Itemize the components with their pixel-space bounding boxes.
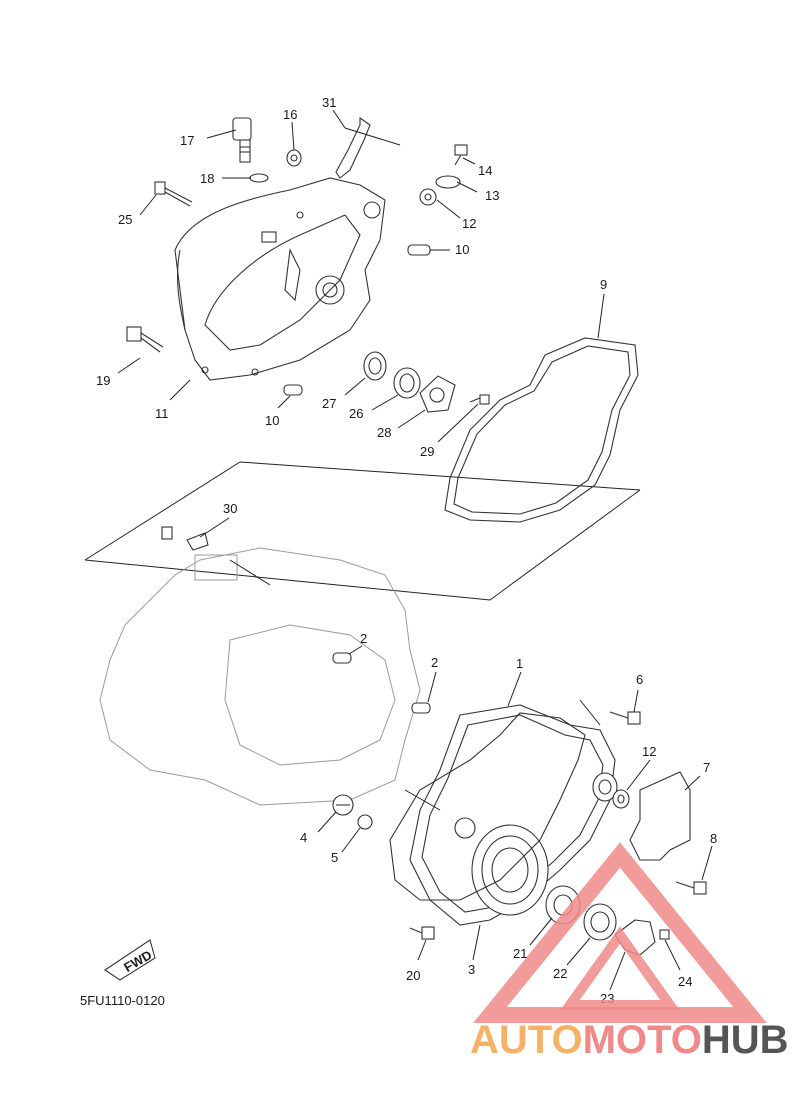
callout-28: 28 [377, 425, 391, 440]
callout-31: 31 [322, 95, 336, 110]
watermark-logo: AUTOMOTOHUB [470, 842, 789, 1062]
seal-12-upper [419, 188, 437, 206]
engine-ghost-inner [224, 624, 396, 766]
clip-13 [435, 175, 461, 189]
o-ring [249, 173, 269, 183]
crankcase-cover-upper [174, 177, 386, 381]
watermark-part-auto: AUTO [470, 1018, 583, 1062]
cover-gasket-lower [389, 712, 586, 901]
o-ring-5 [357, 814, 373, 830]
bolt-19 [126, 326, 164, 353]
callout-12a: 12 [462, 216, 476, 231]
watermark-part-hub: HUB [702, 1018, 789, 1062]
callout-7: 7 [703, 760, 710, 775]
screw-24 [659, 929, 670, 940]
upper-frame-line-2 [84, 489, 641, 601]
dowel-pin-lower [283, 384, 303, 396]
screw-14 [454, 144, 468, 166]
bracket-7 [629, 771, 691, 861]
dowel-pin-2-upper [332, 652, 352, 664]
engine-ghost-block [194, 554, 238, 581]
plate-28 [419, 375, 456, 413]
callout-19: 19 [96, 373, 110, 388]
callout-21: 21 [513, 946, 527, 961]
grommet [286, 149, 302, 167]
callout-30: 30 [223, 501, 237, 516]
callout-9: 9 [600, 277, 607, 292]
watermark-triangle-icon [473, 842, 767, 1023]
callout-12b: 12 [642, 744, 656, 759]
callout-18: 18 [200, 171, 214, 186]
cover-gasket-9-inner [453, 345, 631, 515]
callout-1: 1 [516, 656, 523, 671]
ghost-frame-line [229, 559, 271, 586]
callout-6: 6 [636, 672, 643, 687]
callout-20: 20 [406, 968, 420, 983]
bolt-20 [409, 926, 435, 940]
cable-bracket [335, 116, 371, 179]
callout-26: 26 [349, 406, 363, 421]
bolt-25 [154, 181, 193, 207]
bearing-26 [393, 367, 421, 399]
callout-22: 22 [553, 966, 567, 981]
oil-seal-27 [363, 351, 387, 381]
plug-4 [332, 794, 354, 816]
callout-2b: 2 [431, 655, 438, 670]
fwd-arrow: FWD [104, 939, 156, 981]
upper-frame-line [84, 461, 641, 561]
bolt-6 [609, 711, 641, 725]
engine-ghost-outline [99, 547, 421, 806]
oil-filler-plug [232, 117, 252, 163]
screw-29 [469, 394, 490, 405]
callout-3: 3 [468, 962, 475, 977]
dowel-pin-upper [407, 244, 431, 256]
callout-13: 13 [485, 188, 499, 203]
watermark-part-moto: MOTO [583, 1018, 702, 1062]
callout-16: 16 [283, 107, 297, 122]
oil-seal-22 [583, 903, 617, 941]
callout-25: 25 [118, 212, 132, 227]
callout-2a: 2 [360, 631, 367, 646]
bolt-30 [161, 526, 209, 551]
callout-labels: 1 2 2 3 4 5 6 7 8 9 10 10 11 12 12 13 14… [96, 95, 717, 1006]
watermark-triangle-inner-icon [560, 926, 680, 1010]
cover-gasket-9 [444, 337, 639, 523]
callout-8: 8 [710, 831, 717, 846]
callout-29: 29 [420, 444, 434, 459]
callout-10a: 10 [455, 242, 469, 257]
callout-17: 17 [180, 133, 194, 148]
seal-12-lower [612, 789, 630, 809]
callout-10b: 10 [265, 413, 279, 428]
bolt-8 [675, 881, 707, 895]
callout-24: 24 [678, 974, 692, 989]
callout-27: 27 [322, 396, 336, 411]
callout-14: 14 [478, 163, 492, 178]
leader-lines [117, 109, 713, 991]
callout-5: 5 [331, 850, 338, 865]
callout-11: 11 [155, 406, 169, 421]
dowel-pin-2-lower [411, 702, 431, 714]
diagram-code: 5FU1110-0120 [80, 993, 165, 1008]
callout-4: 4 [300, 830, 307, 845]
watermark-text: AUTOMOTOHUB [470, 1018, 789, 1062]
